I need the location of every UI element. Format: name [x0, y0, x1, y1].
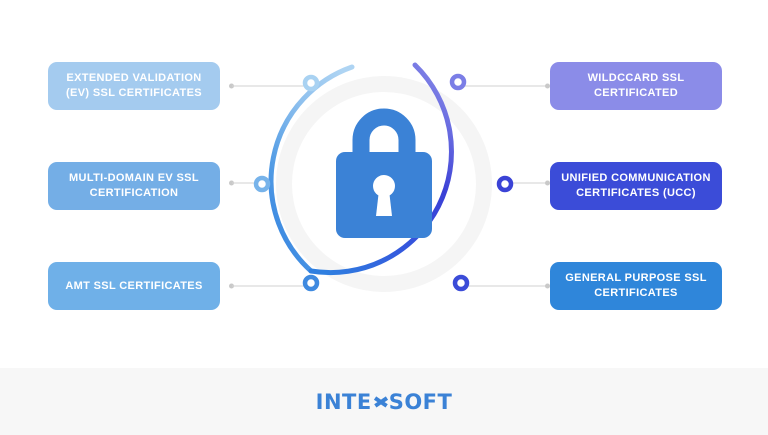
footer-bar: INTE SOFT	[0, 368, 768, 435]
ring-node-top-left	[302, 74, 320, 92]
label-wildcard-ssl-certificated[interactable]: WILDCCARD SSL CERTIFICATED	[550, 62, 722, 110]
intexsoft-logo: INTE SOFT	[316, 390, 453, 414]
ring-arc-left	[268, 64, 355, 274]
label-general-purpose-ssl-certificates[interactable]: GENERAL PURPOSE SSL CERTIFICATES	[550, 262, 722, 310]
connector-line	[232, 285, 308, 287]
ring-node-mid-left	[253, 175, 271, 193]
ring-node-bottom-right	[452, 274, 470, 292]
connector-dot-end	[545, 83, 550, 89]
label-unified-communication-certificates-ucc[interactable]: UNIFIED COMMUNICATION CERTIFICATES (UCC)	[550, 162, 722, 210]
connector-line	[232, 182, 259, 184]
label-multi-domain-ev-ssl-certification[interactable]: MULTI-DOMAIN EV SSL CERTIFICATION	[48, 162, 220, 210]
ring-node-top-right	[449, 73, 467, 91]
connector-dot-end	[545, 180, 550, 186]
connector-line	[508, 182, 547, 184]
connector-line	[464, 285, 547, 287]
connector-dot-start	[229, 83, 234, 89]
connector-dot-start	[229, 283, 234, 289]
connector-line	[461, 85, 547, 87]
ring-arc-right	[308, 62, 454, 276]
x-mark-icon	[373, 394, 388, 410]
padlock-icon	[336, 108, 432, 238]
ring-node-bottom-left	[302, 274, 320, 292]
connector-dot-end	[545, 283, 550, 289]
connector-line	[232, 85, 308, 87]
center-graphic	[248, 48, 520, 320]
connector-dot-start	[229, 180, 234, 186]
logo-text-before: INTE	[315, 389, 372, 414]
label-extended-validation-ev-ssl-certificates[interactable]: EXTENDED VALIDATION (EV) SSL CERTIFICATE…	[48, 62, 220, 110]
logo-text-after: SOFT	[388, 389, 453, 414]
ring-node-mid-right	[496, 175, 514, 193]
label-amt-ssl-certificates[interactable]: AMT SSL CERTIFICATES	[48, 262, 220, 310]
